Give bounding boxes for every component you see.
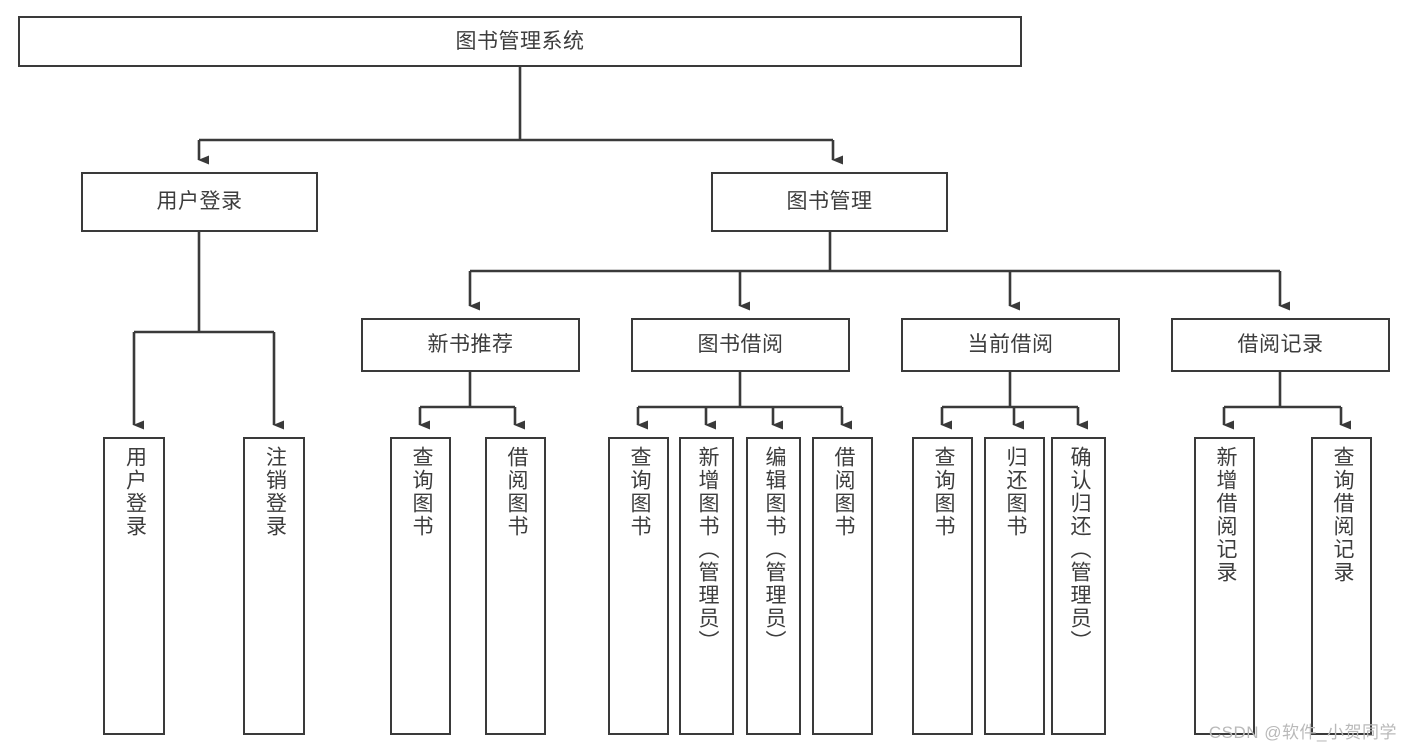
node-current-borrow[interactable]: 当前借阅 xyxy=(901,318,1120,372)
leaf-query-book-current-label: 查询图书 xyxy=(931,446,955,538)
node-book-management[interactable]: 图书管理 xyxy=(711,172,948,232)
leaf-user-logout-label: 注销登录 xyxy=(263,446,287,538)
leaf-edit-book-admin[interactable]: 编辑图书（管理员） xyxy=(746,437,801,735)
node-book-borrow-label: 图书借阅 xyxy=(697,333,784,357)
leaf-borrow-book[interactable]: 借阅图书 xyxy=(812,437,873,735)
node-current-borrow-label: 当前借阅 xyxy=(967,333,1054,357)
node-borrow-record-label: 借阅记录 xyxy=(1237,333,1324,357)
leaf-edit-book-admin-label: 编辑图书（管理员） xyxy=(762,446,786,653)
leaf-confirm-return-admin-label: 确认归还（管理员） xyxy=(1067,446,1091,653)
leaf-query-book-recommend-label: 查询图书 xyxy=(409,446,433,538)
leaf-add-borrow-record[interactable]: 新增借阅记录 xyxy=(1194,437,1255,735)
node-new-book-recommend-label: 新书推荐 xyxy=(427,333,514,357)
leaf-query-borrow-record[interactable]: 查询借阅记录 xyxy=(1311,437,1372,735)
leaf-query-book-current[interactable]: 查询图书 xyxy=(912,437,973,735)
leaf-user-logout[interactable]: 注销登录 xyxy=(243,437,305,735)
node-root[interactable]: 图书管理系统 xyxy=(18,16,1022,67)
leaf-query-borrow-record-label: 查询借阅记录 xyxy=(1330,446,1354,584)
leaf-query-book-recommend[interactable]: 查询图书 xyxy=(390,437,451,735)
leaf-user-login-label: 用户登录 xyxy=(123,446,147,538)
leaf-query-book-borrow[interactable]: 查询图书 xyxy=(608,437,669,735)
node-user-login[interactable]: 用户登录 xyxy=(81,172,318,232)
node-root-label: 图书管理系统 xyxy=(455,29,585,53)
leaf-confirm-return-admin[interactable]: 确认归还（管理员） xyxy=(1051,437,1106,735)
node-new-book-recommend[interactable]: 新书推荐 xyxy=(361,318,580,372)
leaf-borrow-book-recommend[interactable]: 借阅图书 xyxy=(485,437,546,735)
leaf-borrow-book-label: 借阅图书 xyxy=(831,446,855,538)
leaf-add-book-admin[interactable]: 新增图书（管理员） xyxy=(679,437,734,735)
node-book-management-label: 图书管理 xyxy=(786,190,873,214)
node-user-login-label: 用户登录 xyxy=(156,190,243,214)
leaf-query-book-borrow-label: 查询图书 xyxy=(627,446,651,538)
node-borrow-record[interactable]: 借阅记录 xyxy=(1171,318,1390,372)
leaf-add-book-admin-label: 新增图书（管理员） xyxy=(695,446,719,653)
leaf-return-book[interactable]: 归还图书 xyxy=(984,437,1045,735)
node-book-borrow[interactable]: 图书借阅 xyxy=(631,318,850,372)
leaf-add-borrow-record-label: 新增借阅记录 xyxy=(1213,446,1237,584)
leaf-user-login[interactable]: 用户登录 xyxy=(103,437,165,735)
leaf-return-book-label: 归还图书 xyxy=(1003,446,1027,538)
watermark-text: CSDN @软件_小贺同学 xyxy=(1208,723,1397,742)
leaf-borrow-book-recommend-label: 借阅图书 xyxy=(504,446,528,538)
